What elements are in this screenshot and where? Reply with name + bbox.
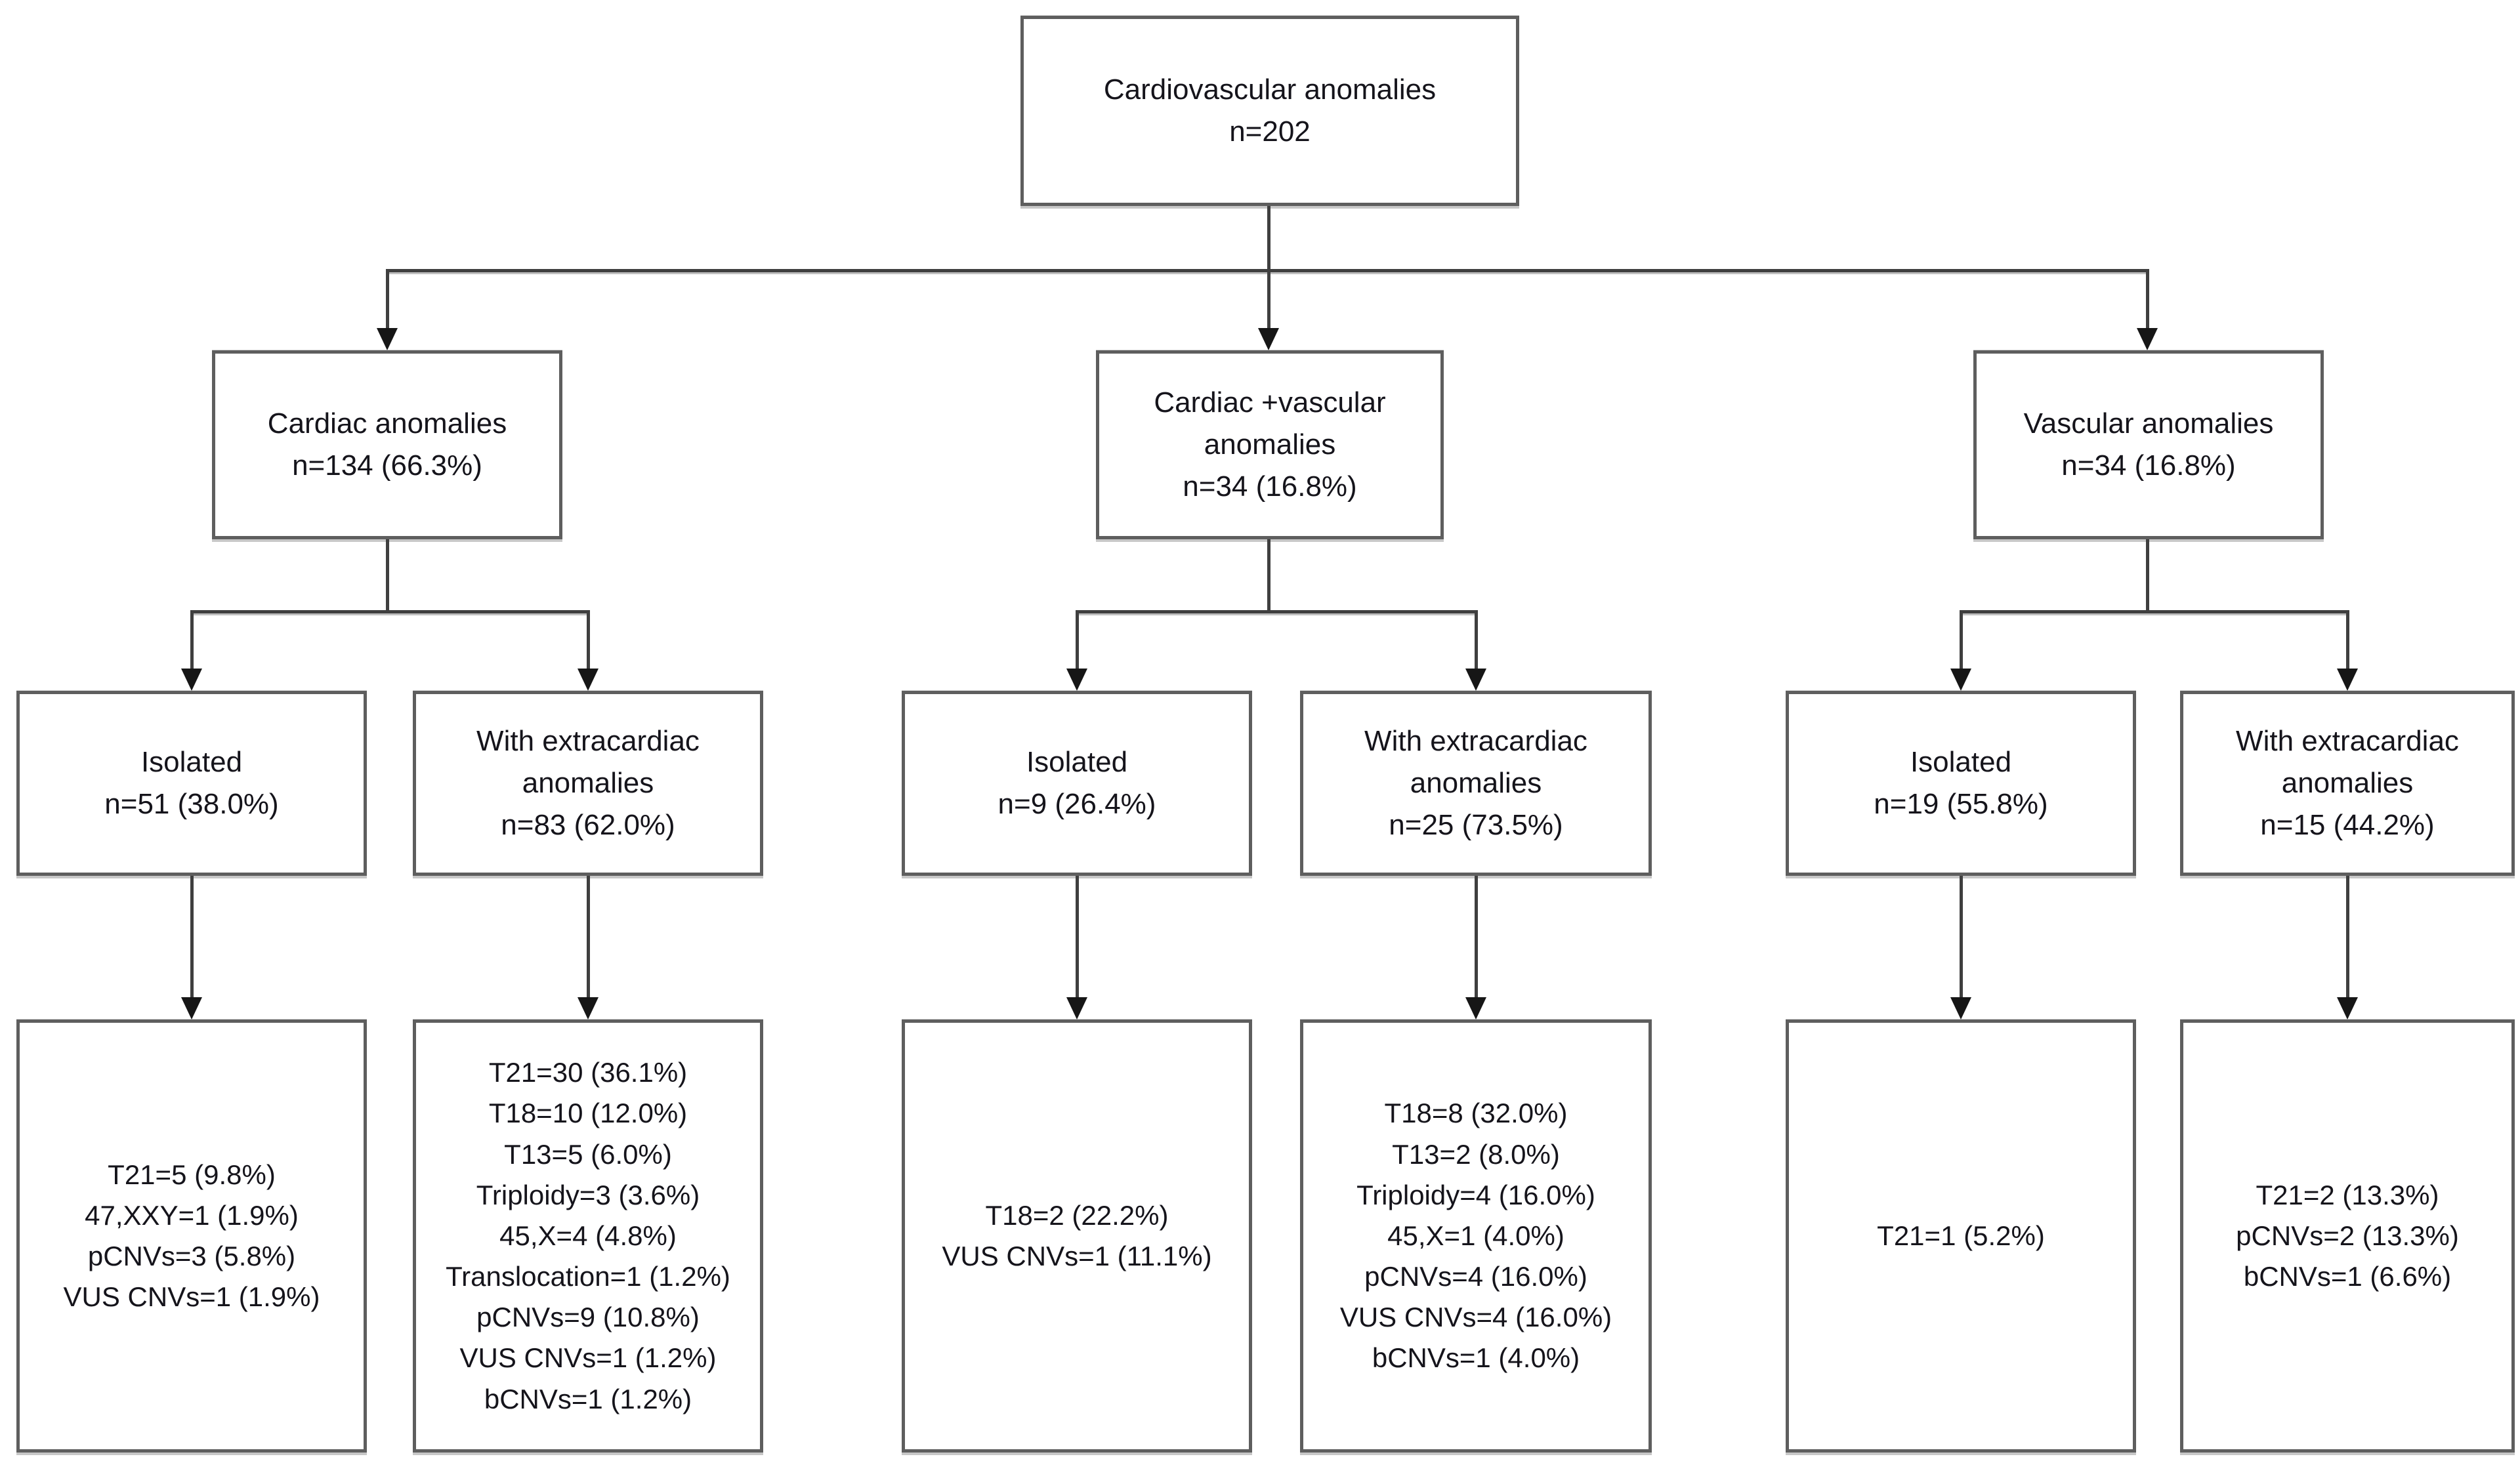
findings-box-cardiac-isolated: T21=5 (9.8%) 47,XXY=1 (1.9%) pCNVs=3 (5.…	[16, 1020, 367, 1453]
arrow-down-icon	[1950, 669, 1971, 691]
isolated-box-cardiac-vascular: Isolated n=9 (26.4%)	[902, 691, 1252, 876]
findings-box-vascular-extracardiac: T21=2 (13.3%) pCNVs=2 (13.3%) bCNVs=1 (6…	[2180, 1020, 2515, 1453]
root-count: n=202	[1229, 115, 1311, 148]
findings-box-cardiac-vascular-isolated: T18=2 (22.2%) VUS CNVs=1 (11.1%)	[902, 1020, 1252, 1453]
arrow-down-icon	[578, 997, 598, 1020]
connector-split-bar-vascular	[1960, 610, 2349, 613]
connector-findings-3	[1076, 876, 1079, 997]
subgroup-title: Isolated	[1026, 746, 1128, 779]
arrow-down-icon	[1465, 997, 1486, 1020]
arrow-down-icon	[1465, 669, 1486, 691]
connector-findings-1	[190, 876, 194, 997]
arrow-down-icon	[2137, 328, 2158, 350]
connector-drop-extracardiac-3	[2346, 610, 2349, 670]
arrow-down-icon	[1258, 328, 1279, 350]
subgroup-count: n=9 (26.4%)	[998, 788, 1156, 820]
arrow-down-icon	[181, 669, 202, 691]
isolated-box-vascular: Isolated n=19 (55.8%)	[1786, 691, 2136, 876]
connector-drop-extracardiac-1	[587, 610, 590, 670]
extracardiac-box-cardiac-vascular: With extracardiac anomalies n=25 (73.5%)	[1300, 691, 1652, 876]
connector-drop-isolated-2	[1076, 610, 1079, 670]
findings-list: T21=1 (5.2%)	[1877, 1220, 2045, 1251]
connector-findings-2	[587, 876, 590, 997]
subgroup-count: n=25 (73.5%)	[1389, 808, 1563, 841]
connector-feeder-vascular	[2146, 539, 2149, 610]
connector-drop-vascular	[2146, 269, 2149, 329]
group-title: Cardiac anomalies	[267, 407, 507, 440]
extracardiac-box-cardiac: With extracardiac anomalies n=83 (62.0%)	[413, 691, 763, 876]
arrow-down-icon	[181, 997, 202, 1020]
arrow-down-icon	[377, 328, 398, 350]
subgroup-title: With extracardiac anomalies	[476, 725, 700, 800]
findings-list: T21=5 (9.8%) 47,XXY=1 (1.9%) pCNVs=3 (5.…	[63, 1159, 320, 1313]
subgroup-count: n=83 (62.0%)	[501, 808, 675, 841]
arrow-down-icon	[1950, 997, 1971, 1020]
connector-findings-6	[2346, 876, 2349, 997]
connector-drop-cardiac-vascular	[1267, 269, 1270, 329]
isolated-box-cardiac: Isolated n=51 (38.0%)	[16, 691, 367, 876]
group-box-cardiac: Cardiac anomalies n=134 (66.3%)	[212, 350, 562, 539]
arrow-down-icon	[1066, 997, 1087, 1020]
subgroup-title: With extracardiac anomalies	[2236, 725, 2459, 800]
connector-findings-4	[1475, 876, 1478, 997]
connector-drop-isolated-3	[1960, 610, 1963, 670]
root-title: Cardiovascular anomalies	[1103, 73, 1437, 106]
arrow-down-icon	[2337, 997, 2358, 1020]
subgroup-count: n=15 (44.2%)	[2260, 808, 2435, 841]
group-title: Cardiac +vascular anomalies	[1154, 386, 1386, 461]
group-count: n=34 (16.8%)	[1183, 470, 1357, 503]
connector-drop-cardiac	[386, 269, 389, 329]
findings-list: T18=8 (32.0%) T13=2 (8.0%) Triploidy=4 (…	[1339, 1098, 1612, 1374]
group-box-vascular: Vascular anomalies n=34 (16.8%)	[1973, 350, 2324, 539]
group-count: n=34 (16.8%)	[2061, 449, 2236, 482]
connector-findings-5	[1960, 876, 1963, 997]
connector-drop-extracardiac-2	[1475, 610, 1478, 670]
group-count: n=134 (66.3%)	[292, 449, 482, 482]
subgroup-count: n=51 (38.0%)	[104, 788, 279, 820]
findings-box-cardiac-extracardiac: T21=30 (36.1%) T18=10 (12.0%) T13=5 (6.0…	[413, 1020, 763, 1453]
subgroup-title: With extracardiac anomalies	[1364, 725, 1587, 800]
findings-box-cardiac-vascular-extracardiac: T18=8 (32.0%) T13=2 (8.0%) Triploidy=4 (…	[1300, 1020, 1652, 1453]
connector-feeder-cardiac-vascular	[1267, 539, 1270, 610]
group-box-cardiac-vascular: Cardiac +vascular anomalies n=34 (16.8%)	[1096, 350, 1444, 539]
extracardiac-box-vascular: With extracardiac anomalies n=15 (44.2%)	[2180, 691, 2515, 876]
connector-split-bar-cardiac-vascular	[1076, 610, 1477, 613]
arrow-down-icon	[578, 669, 598, 691]
findings-list: T21=30 (36.1%) T18=10 (12.0%) T13=5 (6.0…	[446, 1057, 730, 1414]
root-box: Cardiovascular anomalies n=202	[1020, 16, 1519, 206]
findings-box-vascular-isolated: T21=1 (5.2%)	[1786, 1020, 2136, 1453]
arrow-down-icon	[2337, 669, 2358, 691]
connector-root-stem	[1267, 206, 1270, 270]
findings-list: T18=2 (22.2%) VUS CNVs=1 (11.1%)	[942, 1199, 1212, 1271]
arrow-down-icon	[1066, 669, 1087, 691]
subgroup-title: Isolated	[1910, 746, 2012, 779]
connector-drop-isolated-1	[190, 610, 194, 670]
subgroup-count: n=19 (55.8%)	[1874, 788, 2048, 820]
findings-list: T21=2 (13.3%) pCNVs=2 (13.3%) bCNVs=1 (6…	[2236, 1179, 2459, 1292]
group-title: Vascular anomalies	[2023, 407, 2274, 440]
connector-split-bar-cardiac	[190, 610, 589, 613]
subgroup-title: Isolated	[140, 746, 243, 779]
connector-feeder-cardiac	[386, 539, 389, 610]
